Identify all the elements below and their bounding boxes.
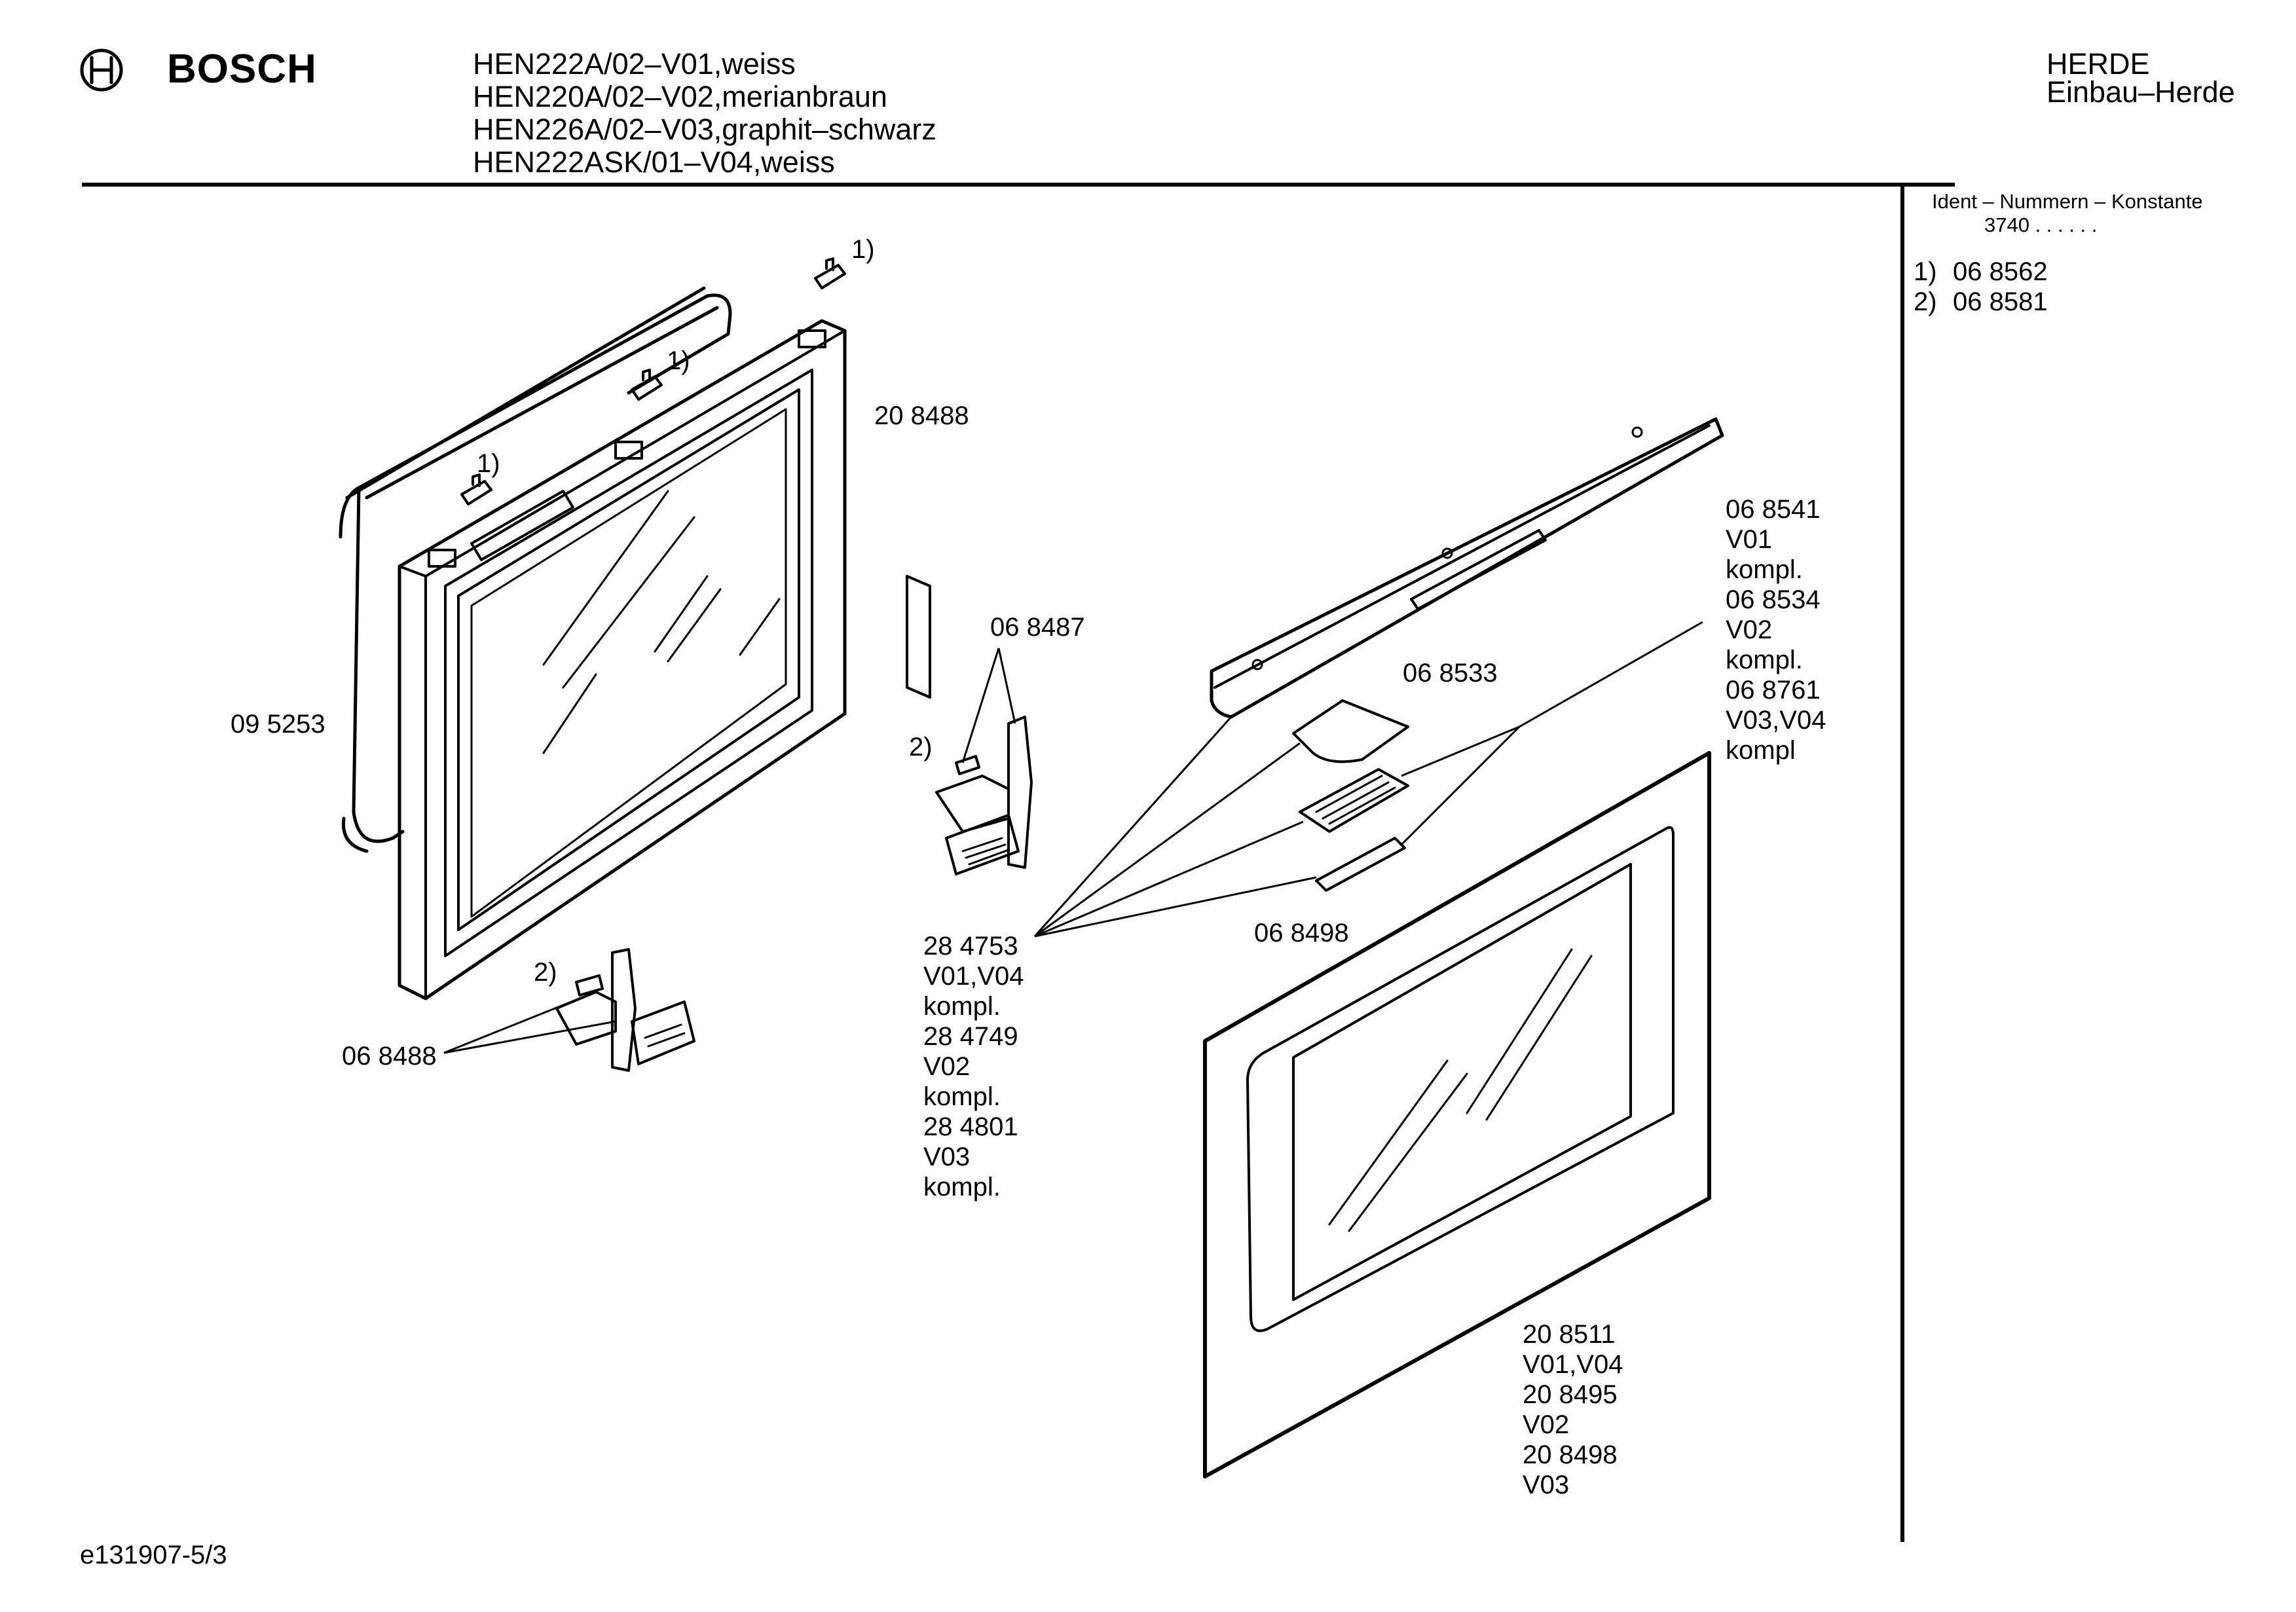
handle-set-line-1: 28 4753 xyxy=(923,932,1018,961)
handle-set-line-3: kompl. xyxy=(923,992,1001,1021)
ref-marker-1: 1) xyxy=(1914,257,1937,286)
door-glass-line-3: 20 8495 xyxy=(1523,1380,1618,1409)
handle-bar-line-3: kompl. xyxy=(1726,555,1803,584)
door-glass-line-2: V01,V04 xyxy=(1523,1350,1623,1379)
model-line-1: HEN222A/02–V01,weiss xyxy=(473,47,796,81)
marker-clip-mid: 1) xyxy=(667,346,690,375)
handle-cap xyxy=(1292,699,1409,763)
handle-bar-line-7: 06 8761 xyxy=(1726,676,1821,705)
handle-inlay xyxy=(1315,837,1406,892)
leader-lines xyxy=(443,621,1703,1054)
label-gasket: 09 5253 xyxy=(231,710,325,739)
document-id: e131907-5/3 xyxy=(80,1541,227,1569)
subcategory-label: Einbau–Herde xyxy=(2046,75,2235,109)
handle-bar xyxy=(1210,417,1724,719)
ident-constant: 3740 . . . . . . xyxy=(1984,213,2098,236)
model-line-4: HEN222ASK/01–V04,weiss xyxy=(473,145,835,179)
marker-clip-left: 1) xyxy=(477,449,500,478)
door-glass-line-6: V03 xyxy=(1523,1471,1570,1499)
marker-hinge-right: 2) xyxy=(909,733,933,761)
bosch-armature-icon xyxy=(80,48,123,92)
handle-set-line-7: 28 4801 xyxy=(923,1112,1018,1141)
handle-bar-line-6: kompl. xyxy=(1726,646,1803,674)
handle-set-line-5: V02 xyxy=(923,1052,971,1081)
handle-bar-line-2: V01 xyxy=(1726,525,1773,554)
hinge-right xyxy=(935,716,1033,875)
handle-bar-line-4: 06 8534 xyxy=(1726,585,1821,614)
handle-bar-line-9: kompl xyxy=(1726,736,1796,765)
label-handle-cap: 06 8533 xyxy=(1403,659,1498,687)
model-line-2: HEN220A/02–V02,merianbraun xyxy=(473,80,887,113)
clip-1-top xyxy=(814,257,846,289)
hinge-left xyxy=(555,948,695,1072)
handle-bar-line-8: V03,V04 xyxy=(1726,706,1826,735)
label-frame: 20 8488 xyxy=(874,401,969,430)
handle-set-line-2: V01,V04 xyxy=(923,962,1024,991)
brand-logo-text: BOSCH xyxy=(167,46,317,92)
handle-set-line-8: V03 xyxy=(923,1143,971,1171)
label-hinge-right: 06 8487 xyxy=(990,613,1085,642)
spacer-strip xyxy=(906,575,931,699)
handle-set-labels: 28 4753 V01,V04 kompl. 28 4749 V02 kompl… xyxy=(923,931,1024,1202)
marker-hinge-left: 2) xyxy=(534,958,557,987)
door-glass-labels: 20 8511 V01,V04 20 8495 V02 20 8498 V03 xyxy=(1523,1319,1623,1500)
label-handle-grip: 06 8498 xyxy=(1254,919,1349,947)
handle-set-line-6: kompl. xyxy=(923,1082,1001,1111)
model-line-3: HEN226A/02–V03,graphit–schwarz xyxy=(473,113,936,146)
label-hinge-left: 06 8488 xyxy=(342,1042,437,1071)
handle-set-line-9: kompl. xyxy=(923,1173,1001,1201)
handle-bar-line-1: 06 8541 xyxy=(1726,495,1821,524)
door-glass-line-4: V02 xyxy=(1523,1410,1570,1439)
clip-1-left xyxy=(460,473,492,505)
ref-number-1: 06 8562 xyxy=(1953,257,2048,286)
handle-set-line-4: 28 4749 xyxy=(923,1022,1018,1051)
marker-clip-top: 1) xyxy=(851,235,875,264)
door-glass-line-5: 20 8498 xyxy=(1523,1440,1618,1469)
ref-number-2: 06 8581 xyxy=(1953,287,2048,316)
door-glass-line-1: 20 8511 xyxy=(1523,1320,1616,1349)
ref-marker-2: 2) xyxy=(1914,287,1937,316)
clip-1-mid xyxy=(631,369,663,401)
door-gasket xyxy=(345,286,732,843)
outer-door-glass xyxy=(1203,751,1711,1478)
handle-bar-line-5: V02 xyxy=(1726,615,1773,644)
handle-grip xyxy=(1299,768,1409,833)
handle-bar-labels: 06 8541 V01 kompl. 06 8534 V02 kompl. 06… xyxy=(1726,494,1826,765)
category-label: HERDE xyxy=(2046,47,2150,81)
inner-frame xyxy=(398,319,847,1000)
ident-title: Ident – Nummern – Konstante xyxy=(1932,190,2203,213)
